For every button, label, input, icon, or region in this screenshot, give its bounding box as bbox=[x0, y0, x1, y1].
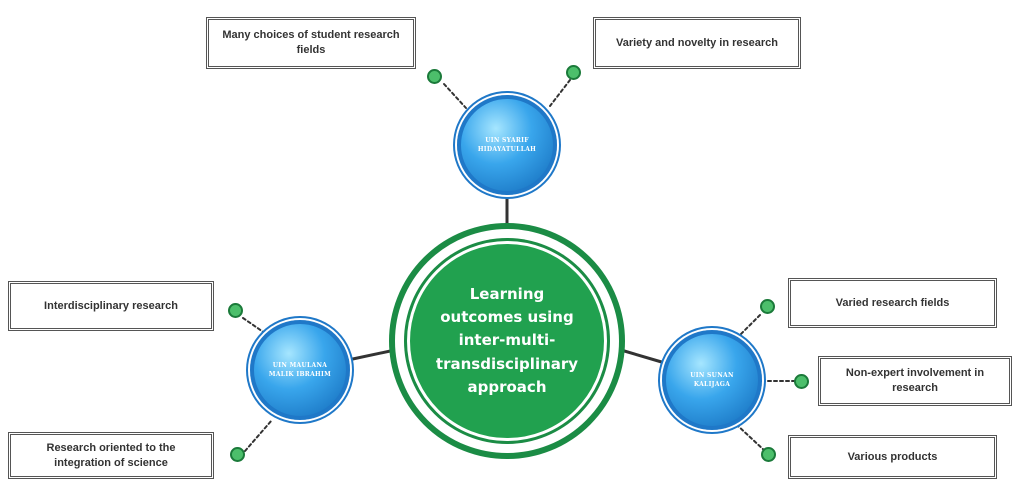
pin-right-mid bbox=[794, 374, 809, 389]
connector-center-right bbox=[619, 348, 667, 365]
center-node: Learning outcomes using inter-multi-tran… bbox=[389, 223, 625, 459]
center-node-inner: Learning outcomes using inter-multi-tran… bbox=[407, 241, 607, 441]
node-top: UIN SYARIF HIDAYATULLAH bbox=[457, 95, 557, 195]
node-top-label: UIN SYARIF HIDAYATULLAH bbox=[477, 136, 537, 153]
pin-top-left bbox=[427, 69, 442, 84]
pin-right-bottom bbox=[761, 447, 776, 462]
dashed-left-bottom bbox=[244, 419, 273, 452]
box-top-left: Many choices of student research fields bbox=[206, 17, 416, 69]
box-top-right-text: Variety and novelty in research bbox=[615, 36, 779, 49]
box-right-mid: Non-expert involvement in research bbox=[818, 356, 1012, 406]
dashed-right-bottom bbox=[736, 424, 766, 452]
box-right-mid-text: Non-expert involvement in research bbox=[845, 367, 985, 394]
box-top-left-text: Many choices of student research fields bbox=[222, 29, 400, 56]
node-left-label: UIN MAULANA MALIK IBRAHIM bbox=[268, 361, 332, 378]
connector-center-left bbox=[346, 348, 397, 362]
box-left-bottom-text: Research oriented to the integration of … bbox=[46, 441, 176, 469]
box-right-bottom: Various products bbox=[788, 435, 997, 479]
dashed-top-right bbox=[549, 79, 571, 107]
box-right-top: Varied research fields bbox=[788, 278, 997, 328]
node-right: UIN SUNAN KALIJAGA bbox=[662, 330, 762, 430]
box-left-top-text: Interdisciplinary research bbox=[44, 299, 178, 312]
node-right-label: UIN SUNAN KALIJAGA bbox=[690, 371, 734, 388]
box-right-bottom-text: Various products bbox=[847, 450, 938, 463]
node-left: UIN MAULANA MALIK IBRAHIM bbox=[250, 320, 350, 420]
pin-left-bottom bbox=[230, 447, 245, 462]
box-right-top-text: Varied research fields bbox=[835, 296, 950, 309]
pin-top-right bbox=[566, 65, 581, 80]
pin-right-top bbox=[760, 299, 775, 314]
box-left-bottom: Research oriented to the integration of … bbox=[8, 432, 214, 479]
box-top-right: Variety and novelty in research bbox=[593, 17, 801, 69]
pin-left-top bbox=[228, 303, 243, 318]
dashed-top-left bbox=[443, 83, 467, 109]
box-left-top: Interdisciplinary research bbox=[8, 281, 214, 331]
dashed-right-top bbox=[734, 314, 761, 341]
center-node-label: Learning outcomes using inter-multi-tran… bbox=[435, 284, 579, 396]
